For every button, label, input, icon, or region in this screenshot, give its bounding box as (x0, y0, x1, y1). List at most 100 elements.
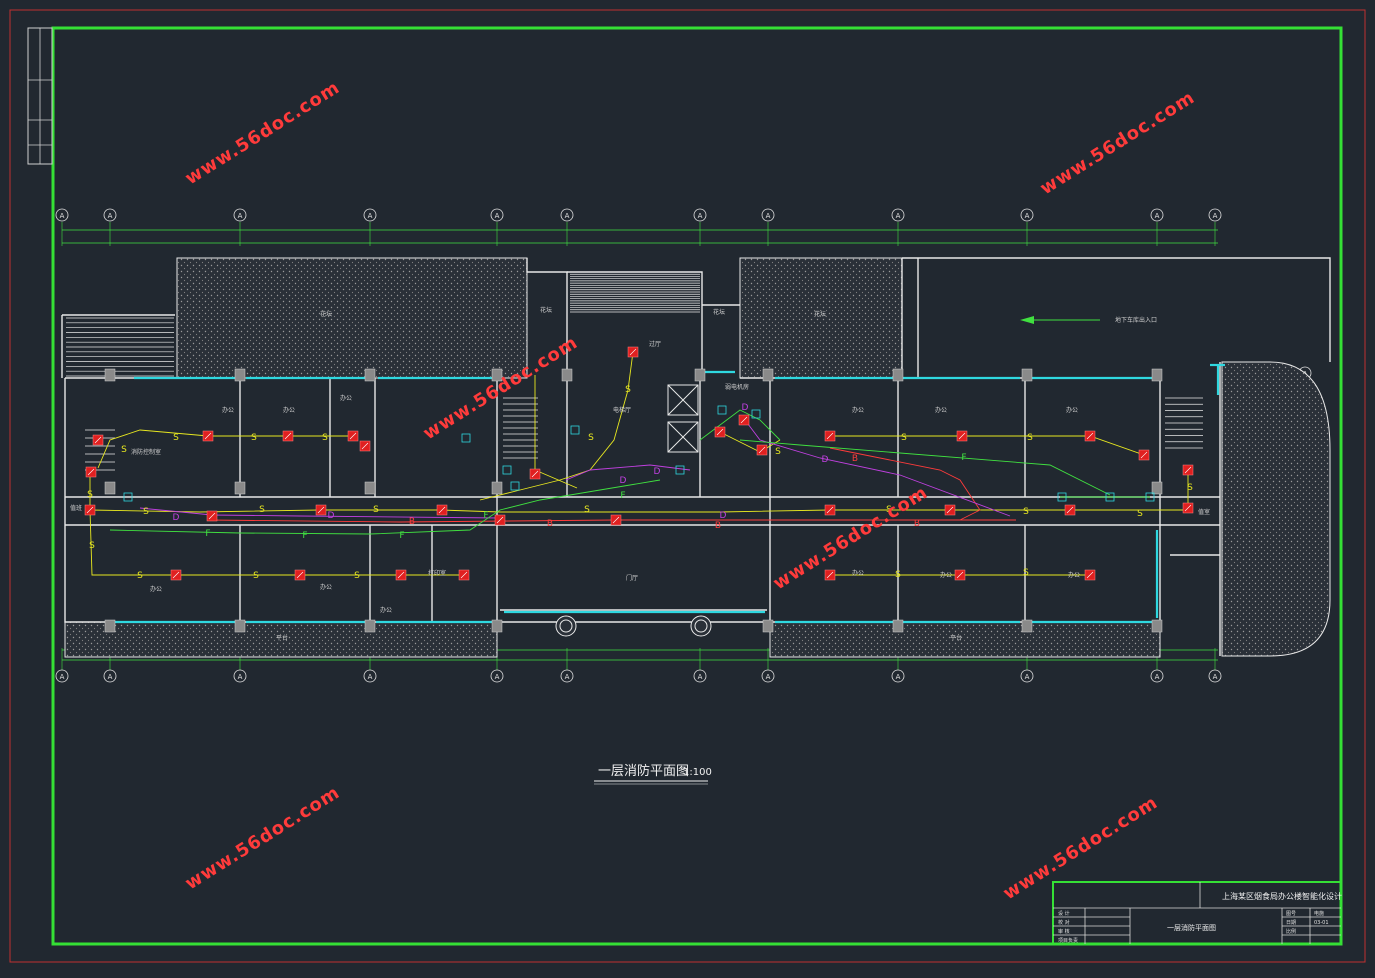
smoke-wire (830, 435, 1145, 456)
broadcast-wire (829, 447, 981, 521)
room-label-office-6: 办公 (1066, 406, 1078, 414)
room-label-fire-control: 消防控制室 (131, 448, 161, 456)
green-wire (109, 479, 661, 535)
manual-call-point (510, 481, 520, 491)
wire-label: S (322, 433, 328, 443)
detector-mark (438, 506, 446, 514)
grid-bubble-top (55, 208, 69, 222)
room-label-office-3: 办公 (340, 394, 352, 402)
column (234, 368, 246, 382)
garage-entrance-arrow: 地下车库出入口 (1020, 316, 1157, 324)
grid-bubble-bottom (1208, 669, 1222, 683)
wire-label: D (720, 511, 727, 521)
detector-mark (284, 432, 292, 440)
detector-mark (826, 432, 834, 440)
column (1151, 368, 1163, 382)
wire-label: D (822, 455, 829, 465)
room-label-office-12: 办公 (1068, 571, 1080, 579)
grid-bubble-top-label: A (1213, 212, 1218, 220)
detector-mark (172, 571, 180, 579)
column (104, 368, 116, 382)
title-block-row-label: 项目负责 (1058, 937, 1078, 944)
wire-label: S (373, 505, 379, 515)
data-wire (565, 464, 691, 481)
room-label-office-7: 办公 (150, 585, 162, 593)
wire-label: B (852, 454, 858, 464)
column (1151, 481, 1163, 495)
wire-label: B (715, 521, 721, 531)
grid-bubble-bottom-label: A (1155, 673, 1160, 681)
detector-mark (1184, 504, 1192, 512)
column (1021, 619, 1033, 633)
room-label-office-9: 办公 (380, 606, 392, 614)
room-label-duty: 值室 (1198, 508, 1210, 516)
wire-label: S (901, 433, 907, 443)
room-label-flower-bed-1: 花坛 (320, 310, 332, 318)
detector-mark (612, 516, 620, 524)
column (234, 481, 246, 495)
detector-mark (296, 571, 304, 579)
detector-mark (1086, 571, 1094, 579)
detector-mark (87, 468, 95, 476)
wire-label: F (620, 491, 625, 501)
watermark-text: www.56doc.com (1037, 87, 1199, 199)
detector-mark (94, 436, 102, 444)
grid-bubble-bottom (103, 669, 117, 683)
room-label-flower-bed-3: 花坛 (540, 306, 552, 314)
detector-mark (208, 512, 216, 520)
grid-bubble-top-label: A (1155, 212, 1160, 220)
grid-bubble-top-label: A (495, 212, 500, 220)
detector-mark (1066, 506, 1074, 514)
column (694, 368, 706, 382)
grid-bubble-bottom (560, 669, 574, 683)
grid-bubble-bottom (363, 669, 377, 683)
grid-bubble-bottom-label: A (896, 673, 901, 681)
room-label-reception: 值班 (70, 504, 82, 512)
wire-label: S (259, 505, 265, 515)
wire-label: F (399, 531, 404, 541)
detector-mark (204, 432, 212, 440)
fire-detectors (84, 346, 1194, 581)
detector-mark (531, 470, 539, 478)
grid-bubble-bottom (55, 669, 69, 683)
grid-bubble-bottom (490, 669, 504, 683)
sheet-outer-border (9, 9, 1366, 963)
grid-bubble-top (761, 208, 775, 222)
title-block (1052, 881, 1342, 945)
title-block-row-label: 校 对 (1058, 919, 1070, 926)
wire-label: S (1187, 483, 1193, 493)
room-labels: 花坛 花坛 花坛 花坛 过厅 电梯厅 弱电机房 消防控制室 办公 办公 办公 办… (70, 306, 1210, 642)
grid-bubble-top-label: A (368, 212, 373, 220)
wire-label: D (654, 467, 661, 477)
garage-entrance-note: 地下车库出入口 (1115, 316, 1157, 324)
detector-mark (740, 416, 748, 424)
wire-label: S (1027, 433, 1033, 443)
wire-label: D (173, 513, 180, 523)
grid-bubble-top (1208, 208, 1222, 222)
grid-bubble-bottom-label: A (368, 673, 373, 681)
grid-bubble-top (103, 208, 117, 222)
wire-label: S (625, 385, 631, 395)
wire-label: S (89, 541, 95, 551)
room-label-flower-bed-4: 花坛 (713, 308, 725, 316)
drawing-scale: 1:100 (683, 767, 712, 778)
entrance-pillars (555, 615, 712, 637)
binding-strip (27, 27, 53, 165)
watermark-text: www.56doc.com (182, 77, 344, 189)
wire-label: S (1023, 507, 1029, 517)
grid-bubble-top (891, 208, 905, 222)
room-label-elevator-hall: 电梯厅 (613, 406, 631, 414)
wire-label: S (87, 490, 93, 500)
room-label-equipment: 弱电机房 (725, 383, 749, 391)
title-block-right-label: 日期 (1286, 920, 1296, 926)
detector-mark (496, 516, 504, 524)
data-wire (744, 419, 1011, 517)
detector-mark (460, 571, 468, 579)
grid-bubble-bottom-label: A (60, 673, 65, 681)
manual-call-point (461, 433, 471, 443)
manual-call-point (123, 492, 133, 502)
title-block-row-label: 设 计 (1058, 910, 1070, 917)
